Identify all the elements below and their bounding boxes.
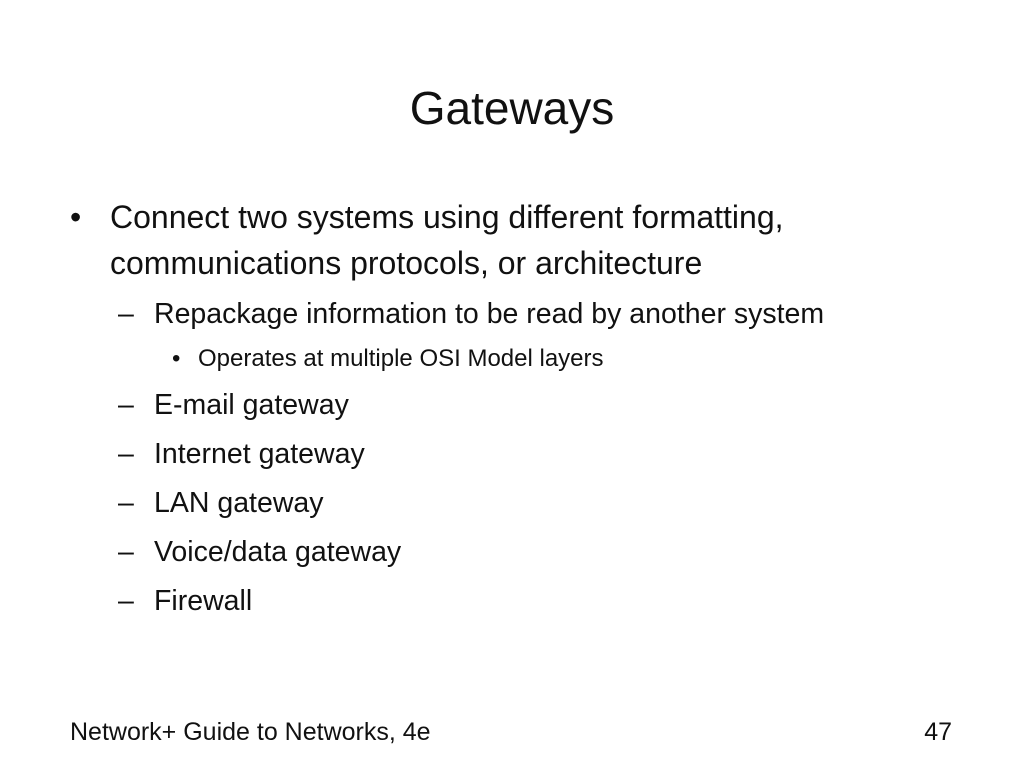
sub-bullet-item: – LAN gateway xyxy=(118,483,970,524)
sub-bullet-text: Voice/data gateway xyxy=(154,536,402,568)
sub-bullet-text: Internet gateway xyxy=(154,438,365,470)
sub-sub-bullet-text: Operates at multiple OSI Model layers xyxy=(198,345,604,372)
bullet-item: • Connect two systems using different fo… xyxy=(70,194,970,286)
sub-bullet-item: – Internet gateway xyxy=(118,434,970,475)
page-number: 47 xyxy=(924,718,952,746)
footer-source: Network+ Guide to Networks, 4e xyxy=(70,718,431,746)
dash-marker: – xyxy=(118,585,134,617)
sub-bullet-text: Firewall xyxy=(154,585,253,617)
sub-bullet-text: E-mail gateway xyxy=(154,389,349,421)
bullet-text: Connect two systems using different form… xyxy=(110,199,784,281)
dash-marker: – xyxy=(118,389,134,421)
bullet-marker: • xyxy=(70,199,82,235)
dash-marker: – xyxy=(118,487,134,519)
sub-sub-bullet-item: • Operates at multiple OSI Model layers xyxy=(172,341,970,377)
dash-marker: – xyxy=(118,536,134,568)
dash-marker: – xyxy=(118,438,134,470)
slide-content: • Connect two systems using different fo… xyxy=(70,194,970,622)
sub-bullet-item: – Voice/data gateway xyxy=(118,532,970,573)
sub-bullet-item: – E-mail gateway xyxy=(118,385,970,426)
dash-marker: – xyxy=(118,298,134,330)
bullet-marker: • xyxy=(172,345,181,372)
sub-bullet-text: LAN gateway xyxy=(154,487,324,519)
sub-bullet-item: – Repackage information to be read by an… xyxy=(118,294,970,335)
sub-bullet-text: Repackage information to be read by anot… xyxy=(154,298,825,330)
slide-title: Gateways xyxy=(409,82,615,134)
sub-bullet-item: – Firewall xyxy=(118,581,970,622)
